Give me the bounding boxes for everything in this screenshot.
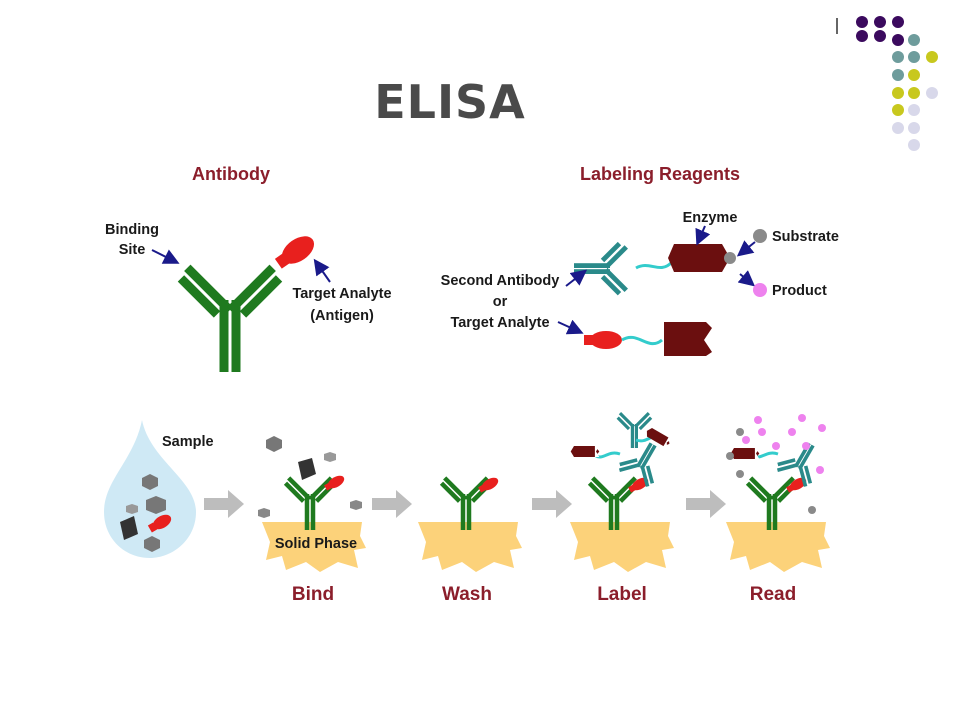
heading-antibody: Antibody	[192, 164, 270, 184]
step-label-label: Label	[597, 584, 647, 605]
substrate-dot	[753, 229, 767, 243]
label-second-antibody-2: or	[493, 294, 508, 310]
arrow-second-antibody	[565, 269, 588, 287]
arrow-enzyme	[695, 225, 711, 246]
arrow-second-target	[557, 319, 584, 335]
decorative-dots	[836, 16, 938, 151]
arrow-target-analyte	[313, 258, 331, 283]
step-bind-illustration	[258, 436, 366, 572]
label-binding-site-1: Binding	[105, 222, 159, 238]
label-second-antibody-3: Target Analyte	[450, 315, 549, 331]
step-label-illustration	[570, 412, 674, 572]
step-wash-illustration	[418, 476, 522, 572]
step-label-read: Read	[750, 584, 796, 605]
slide-title: ELISA	[374, 75, 526, 129]
step-read-illustration	[726, 414, 830, 572]
labeling-reagent-analyte	[584, 322, 712, 356]
label-product: Product	[772, 283, 827, 299]
label-solid-phase: Solid Phase	[275, 536, 357, 552]
label-target-analyte-2: (Antigen)	[310, 308, 374, 324]
sample-drop	[104, 420, 196, 558]
heading-labeling-reagents: Labeling Reagents	[580, 164, 740, 184]
label-substrate: Substrate	[772, 229, 839, 245]
label-sample: Sample	[162, 434, 214, 450]
process-arrows	[204, 490, 726, 518]
label-second-antibody-1: Second Antibody	[441, 273, 560, 289]
step-label-wash: Wash	[442, 584, 492, 605]
arrow-binding-site	[151, 249, 180, 264]
label-enzyme: Enzyme	[683, 210, 738, 226]
label-binding-site-2: Site	[119, 242, 146, 258]
arrow-substrate	[736, 240, 756, 257]
labeling-reagent-antibody	[574, 241, 736, 296]
arrow-product	[737, 270, 756, 287]
label-target-analyte-1: Target Analyte	[292, 286, 391, 302]
step-label-bind: Bind	[292, 584, 334, 605]
antibody-diagram	[177, 236, 315, 372]
product-dot	[753, 283, 767, 297]
